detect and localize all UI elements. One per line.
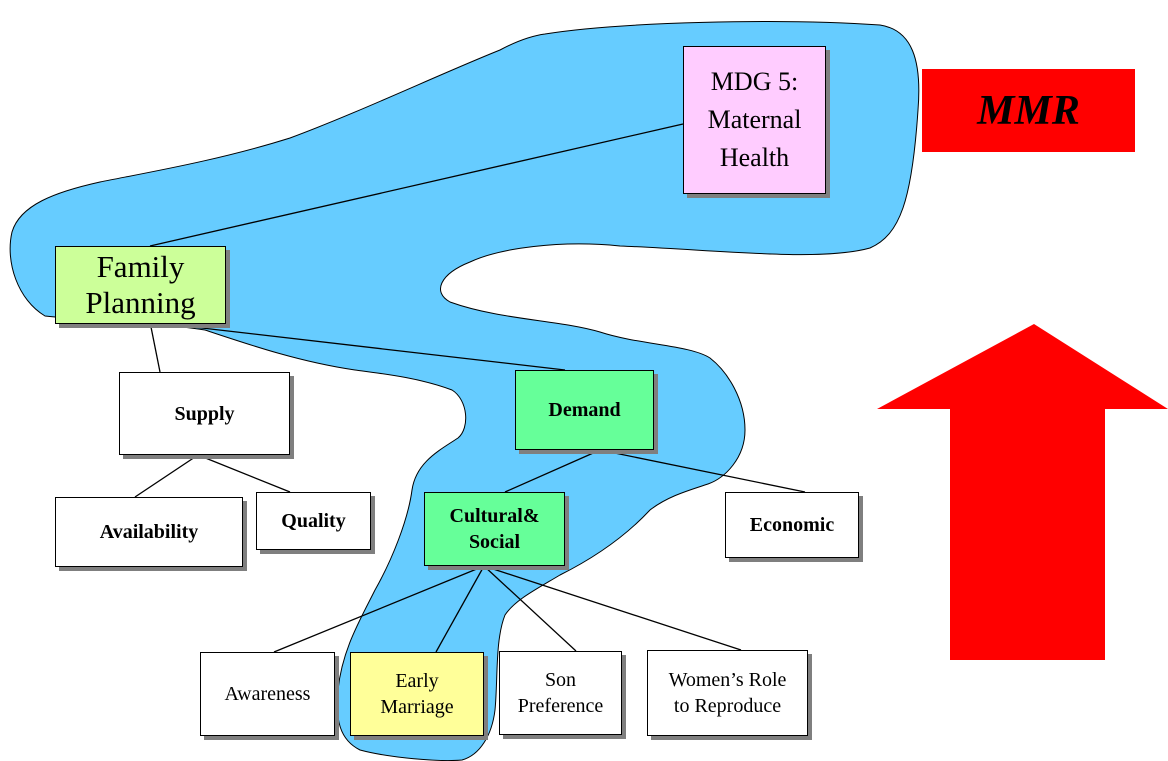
- connector-supply-to-availability: [134, 454, 199, 498]
- connector-cultural-social-to-son-preference: [483, 565, 577, 652]
- economic-box: Economic: [725, 492, 859, 558]
- connector-demand-to-cultural-social: [504, 449, 601, 493]
- connector-cultural-social-to-early-marriage: [435, 565, 485, 653]
- connector-family-planning-to-supply: [149, 321, 161, 373]
- womens-role-box: Women’s Role to Reproduce: [647, 650, 808, 736]
- availability-box: Availability: [55, 497, 243, 567]
- up-arrow-shape: [877, 324, 1168, 660]
- connector-supply-to-quality: [197, 454, 291, 493]
- connector-cultural-social-to-womens-role: [483, 565, 742, 651]
- mmr-label-box: MMR: [922, 69, 1135, 152]
- quality-box: Quality: [256, 492, 371, 550]
- cultural-social-box: Cultural& Social: [424, 492, 565, 566]
- supply-box: Supply: [119, 372, 290, 455]
- awareness-box: Awareness: [200, 652, 335, 736]
- connector-family-planning-to-demand: [149, 321, 566, 371]
- connector-cultural-social-to-awareness: [273, 565, 485, 653]
- demand-box: Demand: [515, 370, 654, 450]
- family-planning-box: Family Planning: [55, 246, 226, 324]
- lake-shape: [9, 21, 920, 761]
- early-marriage-box: Early Marriage: [350, 652, 484, 736]
- connector-family-planning-to-mdg5: [149, 123, 684, 247]
- son-preference-box: Son Preference: [499, 651, 622, 735]
- mdg5-maternal-health-box: MDG 5: Maternal Health: [683, 46, 826, 194]
- connector-demand-to-economic: [599, 449, 806, 493]
- mmr-label: MMR: [977, 87, 1080, 134]
